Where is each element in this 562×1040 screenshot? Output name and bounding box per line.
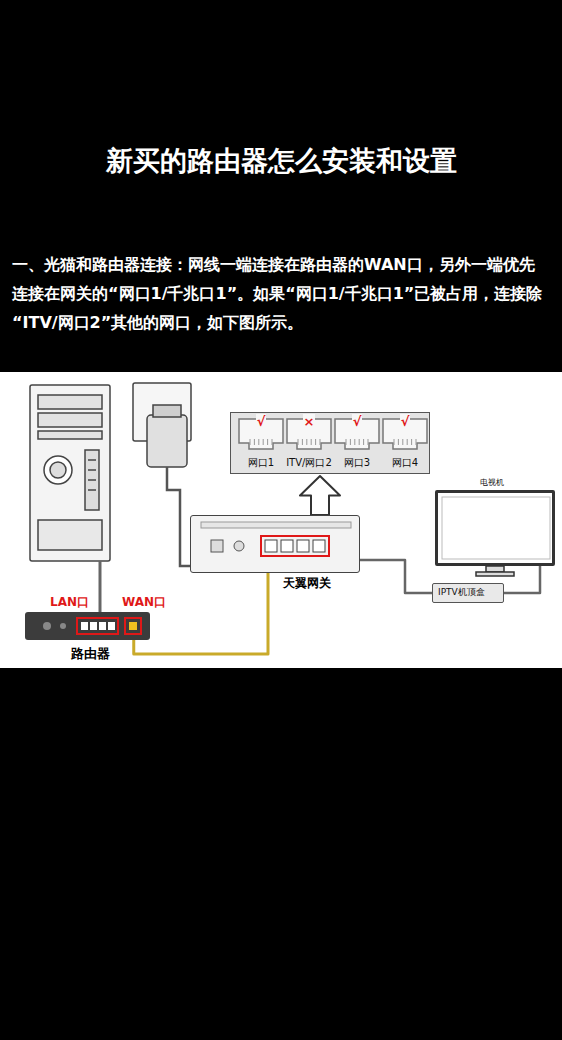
device-detail (354, 439, 355, 445)
pc-tower (30, 385, 110, 561)
device-detail (402, 439, 403, 445)
device-detail (320, 439, 321, 445)
device-detail (438, 493, 552, 563)
device-detail (25, 612, 150, 640)
device-label: IPTV机顶盒 (438, 587, 485, 598)
cross-mark: × (303, 414, 316, 430)
device-detail (416, 439, 417, 445)
device-detail (346, 439, 347, 445)
port-label: LAN口 (50, 595, 89, 609)
device-detail (258, 439, 259, 445)
device-label: 电视机 (480, 478, 504, 488)
pc-tower (88, 479, 96, 481)
gateway: 天翼网关 (190, 515, 360, 573)
tv-stand (476, 566, 514, 576)
device-detail (306, 439, 307, 445)
device-detail (77, 618, 118, 634)
device-label: 网口1 (248, 457, 274, 469)
tv-screen: 电视机 (435, 490, 555, 566)
device-detail (263, 439, 264, 445)
network-cable (134, 573, 268, 654)
device-detail (254, 439, 255, 445)
device-detail (298, 439, 299, 445)
power-adapter (167, 467, 190, 566)
device-detail (90, 622, 97, 630)
tv-stand (486, 566, 504, 572)
network-cable (504, 566, 540, 593)
title: 新买的路由器怎么安装和设置 (0, 143, 562, 179)
pc-tower (88, 469, 96, 471)
device-detail (311, 439, 312, 445)
power-adapter (133, 383, 191, 566)
device-detail (43, 622, 51, 630)
device-label: 网口3 (344, 457, 370, 469)
device-label: ITV/网口2 (286, 457, 332, 469)
device-detail (234, 541, 244, 551)
device-detail (350, 439, 351, 445)
power-adapter (147, 415, 187, 467)
network-cable (360, 560, 432, 593)
device-detail (281, 540, 293, 552)
device-detail (81, 622, 88, 630)
pc-tower (88, 459, 96, 461)
device-detail (302, 439, 303, 445)
device-detail (398, 439, 399, 445)
device-detail (394, 439, 395, 445)
device-detail (191, 516, 359, 572)
device-detail (315, 439, 316, 445)
pc-tower (30, 385, 110, 561)
check-mark: √ (352, 414, 363, 430)
pc-tower (38, 395, 102, 409)
device-label: 网口4 (392, 457, 418, 469)
device-detail (250, 439, 251, 445)
pc-tower (50, 462, 66, 478)
device-detail (359, 439, 360, 445)
device-detail (211, 540, 223, 552)
device-detail (125, 618, 141, 634)
device-detail (407, 439, 408, 445)
tv-stand (476, 572, 514, 576)
device-detail (265, 540, 277, 552)
device-detail (297, 540, 309, 552)
router: 路由器 (25, 612, 150, 640)
device-detail (411, 439, 412, 445)
set-top-box: IPTV机顶盒 (432, 583, 504, 603)
instruction-text: 一、光猫和路由器连接：网线一端连接在路由器的WAN口，另外一端优先连接在网关的“… (12, 250, 550, 337)
port-label: WAN口 (122, 595, 166, 609)
device-label: 路由器 (71, 646, 110, 662)
device-detail (60, 623, 66, 629)
pc-tower (44, 456, 72, 484)
device-detail (363, 439, 364, 445)
check-mark: √ (400, 414, 411, 430)
device-detail (313, 540, 325, 552)
device-detail (272, 439, 273, 445)
device-detail (368, 439, 369, 445)
pc-tower (38, 520, 102, 550)
device-detail (108, 622, 115, 630)
pc-tower (88, 489, 96, 491)
device-detail (99, 622, 106, 630)
pc-cable (99, 561, 102, 612)
device-label: 天翼网关 (283, 576, 331, 590)
device-detail (261, 536, 329, 556)
pc-tower (38, 431, 102, 439)
check-mark: √ (256, 414, 267, 430)
device-detail (129, 622, 137, 630)
pc-tower (38, 413, 102, 427)
zoom-arrow (300, 476, 340, 515)
device-detail (267, 439, 268, 445)
illustration-panel (0, 372, 562, 668)
power-adapter (153, 405, 181, 417)
device-detail (442, 497, 550, 559)
device-detail (201, 522, 351, 528)
pc-tower (85, 450, 99, 510)
